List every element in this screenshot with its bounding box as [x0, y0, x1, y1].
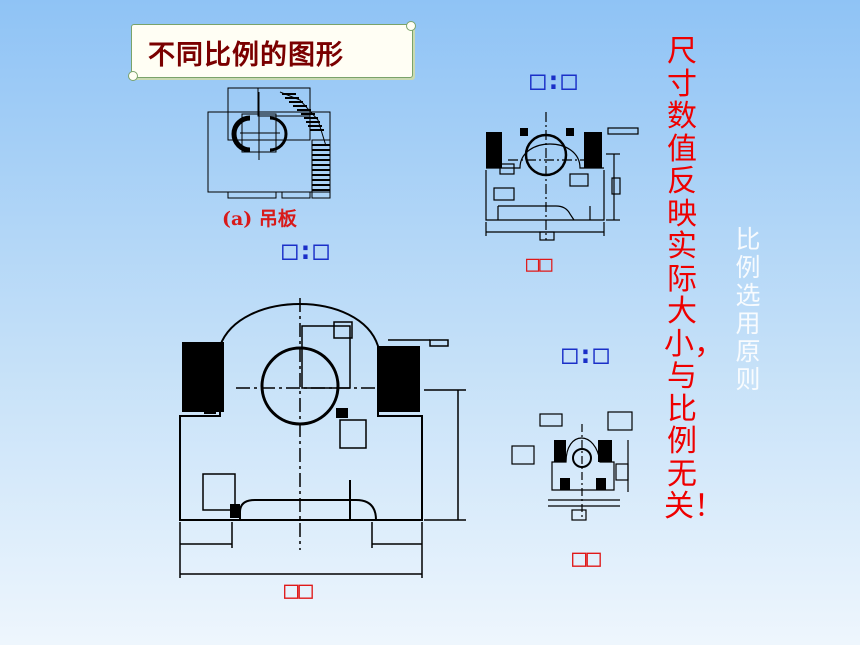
title-banner: 不同比例的图形: [128, 21, 416, 81]
vertical-note-side: 比例选用原则: [735, 225, 761, 394]
dimension-label-bottom-right: □□: [572, 544, 601, 572]
banner-title: 不同比例的图形: [148, 40, 344, 71]
top-right-drawing: [485, 112, 639, 241]
bottom-right-drawing: [511, 411, 633, 521]
hanging-plate-drawing: [207, 87, 331, 199]
large-center-drawing: [179, 298, 466, 578]
hanging-plate-caption: (a) 吊板: [222, 208, 297, 230]
scale-label-left-middle: □:□: [282, 236, 329, 266]
dimension-label-top-right: □□: [526, 252, 553, 277]
top-right-drawing-fills: [486, 128, 602, 168]
dimension-label-bottom-left: □□: [284, 576, 313, 604]
large-center-drawing-fills: [182, 342, 420, 518]
bottom-right-drawing-fills: [554, 440, 612, 490]
scale-label-right-middle: □:□: [562, 340, 609, 370]
scale-label-top-right: □:□: [530, 66, 577, 96]
vertical-note-main: 尺寸数值反映实际大小，与比例无关！: [664, 34, 724, 524]
